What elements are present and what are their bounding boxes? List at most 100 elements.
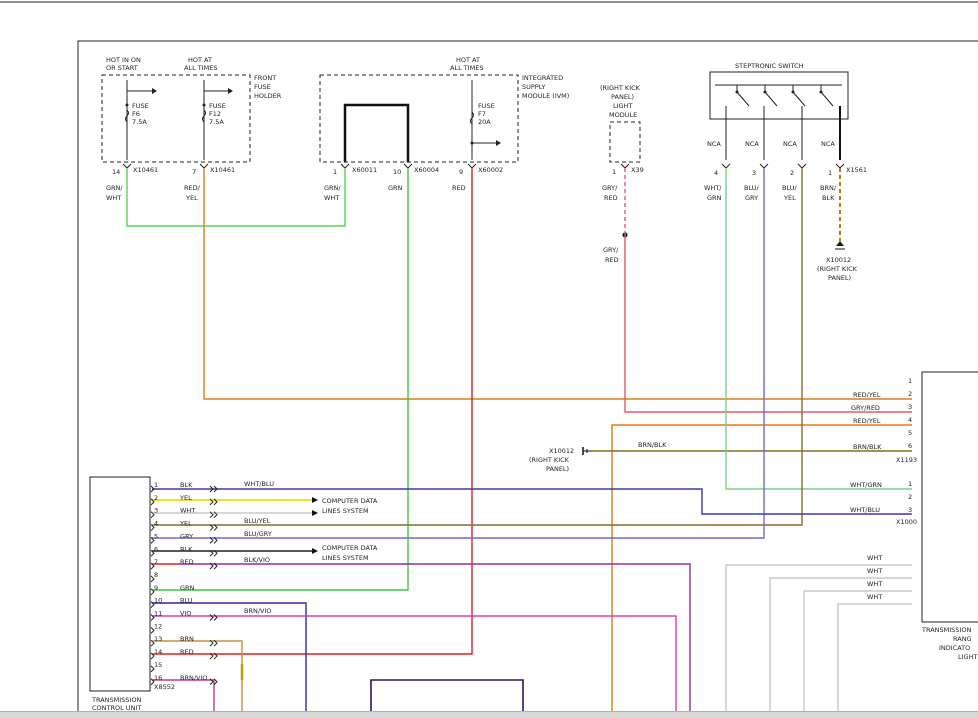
connector-icon xyxy=(150,524,155,531)
front-fuse-holder-label-3: HOLDER xyxy=(254,92,282,100)
ground-label-2: (RIGHT KICK xyxy=(817,265,858,273)
connector-icon xyxy=(150,639,155,647)
connector-icon xyxy=(721,163,731,169)
pin-label: 14 xyxy=(112,168,120,176)
light-module: (RIGHT KICK PANEL) LIGHT MODULE 1 X39 GR… xyxy=(600,84,644,264)
wire-color-label: BLK xyxy=(822,194,835,202)
tcu-wire-color: GRY xyxy=(180,532,193,540)
tcu-wire-color: BRN/VIO xyxy=(180,674,208,682)
inline-connector-icon xyxy=(209,639,218,647)
tcu-box xyxy=(89,476,151,692)
connector-label: X1561 xyxy=(846,166,867,174)
wire-color-label: RED/YEL xyxy=(853,391,881,399)
ground-label-1: X10012 xyxy=(826,256,851,264)
nca-label: NCA xyxy=(821,140,835,148)
inline-connector-icon xyxy=(209,537,218,544)
tcu-pin-number: 2 xyxy=(154,494,158,502)
connector-icon xyxy=(620,163,630,169)
fuse-f6-icon xyxy=(125,109,129,123)
tcu-wire-color: YEL xyxy=(179,494,192,502)
right-connectors: 1 2 3 4 5 6 RED/YEL GRY/RED RED/YEL BRN/… xyxy=(638,371,978,661)
tcu-pin-number: 8 xyxy=(154,571,158,579)
pin-label: 1 xyxy=(828,169,832,177)
inline-connector-icon xyxy=(209,549,218,557)
wire-color-label: WHT/GRN xyxy=(850,481,882,489)
inline-connector-icon xyxy=(209,652,218,660)
tcu-wire-color: RED xyxy=(180,558,194,566)
light-module-label-4: MODULE xyxy=(609,111,637,119)
wire-color-label: YEL xyxy=(783,194,796,202)
wire-color-label: WHT xyxy=(867,567,882,575)
wire-color-label: WHT xyxy=(867,554,882,562)
wire-color-label: GRN/ xyxy=(324,184,341,192)
component-box-bottom xyxy=(370,679,524,711)
pin-label: 3 xyxy=(908,403,912,411)
connector-icon xyxy=(150,498,155,506)
tcu-wire-color: YEL xyxy=(179,520,192,528)
tcu-pin-number: 3 xyxy=(154,507,158,515)
connector-label: X60004 xyxy=(414,166,439,174)
wire-color-label: GRN xyxy=(388,184,403,192)
hot-run-label-2: OR START xyxy=(106,64,138,72)
wire-color-label: BRN/BLK xyxy=(853,443,882,451)
pin-label: 1 xyxy=(908,480,912,488)
pin-label: 4 xyxy=(908,416,912,424)
wire-wht-a xyxy=(725,564,912,711)
pin-label: 3 xyxy=(908,506,912,514)
ground-label-3: PANEL) xyxy=(828,274,851,282)
hot-always-label-2: ALL TIMES xyxy=(184,64,217,72)
wire-blu-10 xyxy=(152,602,307,711)
wire-color-label: RED xyxy=(452,184,466,192)
connector-icon xyxy=(759,163,769,169)
connector-icon xyxy=(150,562,155,570)
pin-label: 2 xyxy=(908,493,912,501)
wire-blk-vio xyxy=(180,563,691,711)
component-label-3: INDICATO xyxy=(939,644,970,652)
connector-label: X1193 xyxy=(896,456,917,464)
wire-red-yel-1 xyxy=(203,168,912,400)
fuse-f7-label-1: FUSE xyxy=(478,102,495,110)
data-lines-label-4: LINES SYSTEM xyxy=(322,554,369,562)
wire-color-label: GRY/RED xyxy=(851,404,880,412)
integrated-supply-module: HOT AT ALL TIMES INTEGRATED SUPPLY MODUL… xyxy=(319,56,569,202)
arrow-head-icon xyxy=(312,548,318,554)
tcu-wire-color: RED xyxy=(180,648,194,656)
wire-color-label: BLU/ xyxy=(744,184,760,192)
inline-connector-icon xyxy=(209,498,218,506)
wire-blu-gry xyxy=(152,168,765,539)
wire-gry-red xyxy=(624,235,912,413)
wire-color-label: BLU/YEL xyxy=(244,517,271,525)
wire-color-label: GRN xyxy=(707,194,722,202)
nca-label: NCA xyxy=(745,140,759,148)
tcu-pin-number: 11 xyxy=(154,610,162,618)
wire-color-label: WHT xyxy=(867,580,882,588)
wire-brn-13 xyxy=(152,640,243,711)
pin-label: 10 xyxy=(393,168,401,176)
steptronic-label: STEPTRONIC SWITCH xyxy=(735,62,804,70)
connector-label: X39 xyxy=(631,166,644,174)
arrow-head-icon xyxy=(312,497,318,503)
ism-hot-label-1: HOT AT xyxy=(456,56,480,64)
ism-internal-link xyxy=(343,103,410,162)
wire-wht-c xyxy=(803,590,912,711)
switch-contacts xyxy=(735,85,834,107)
splice-icon xyxy=(125,103,129,107)
nca-label: NCA xyxy=(707,140,721,148)
connector-label: X10461 xyxy=(133,166,158,174)
tcu-pin-number: 9 xyxy=(154,584,158,592)
connector-icon xyxy=(150,575,155,583)
connector-icon xyxy=(199,163,209,169)
connector-icon xyxy=(150,537,155,544)
connector-icon xyxy=(150,485,155,493)
tcu-wire-color: VIO xyxy=(180,610,191,618)
arrow-head-icon xyxy=(152,88,157,94)
pin-label: 2 xyxy=(908,390,912,398)
wire-color-label: BRN/BLK xyxy=(638,441,667,449)
wire-color-label: YEL xyxy=(185,194,198,202)
connector-label: X1000 xyxy=(896,518,917,526)
inline-connector-icon xyxy=(209,485,218,493)
fuse-f7-label-2: F7 xyxy=(478,110,486,118)
wire-color-label: BRN/VIO xyxy=(244,607,272,615)
wire-color-label: WHT xyxy=(867,593,882,601)
wire-blu-yel xyxy=(152,168,803,526)
